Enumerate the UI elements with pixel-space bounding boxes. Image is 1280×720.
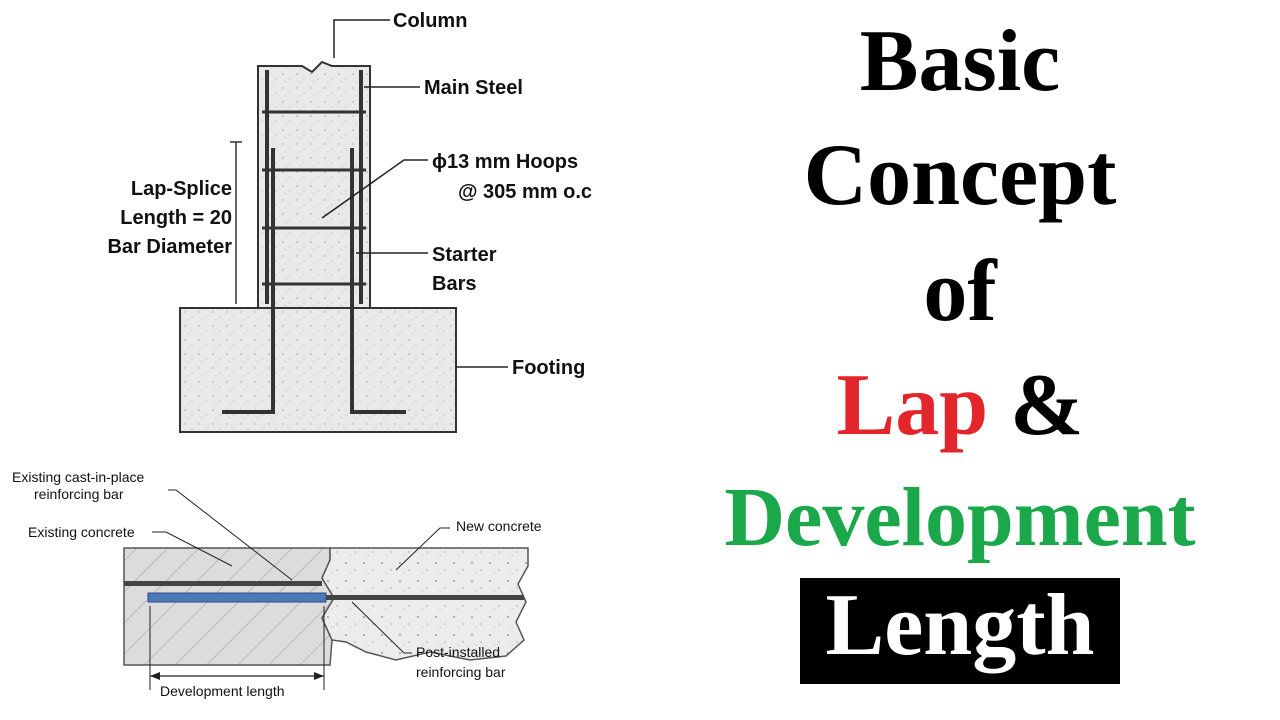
main-steel-label: Main Steel [424,77,523,99]
title-line-of: of [923,243,997,340]
footing-label: Footing [512,357,585,379]
lap-splice-label-line3: Bar Diameter [107,236,232,258]
footing-block [179,307,457,433]
development-length-label: Development length [160,683,285,699]
title-line-length: Length [650,578,1270,684]
lap-splice-label-line1: Lap-Splice [131,178,232,200]
hoops-leader [321,159,428,219]
existing-bar-label-line2: reinforcing bar [34,486,124,502]
starter-bar-left [222,148,275,414]
title-word-length: Length [799,578,1121,684]
existing-concrete-label: Existing concrete [28,524,135,540]
dimension-arrow-left [150,672,160,680]
column-leader [333,19,390,58]
title-line-basic: Basic [859,13,1061,110]
hoops-label-line1: ϕ13 mm Hoops [432,151,578,173]
post-installed-bar-diagram: Existing cast-in-place reinforcing bar E… [12,469,542,699]
starter-bars-label-line1: Starter [432,244,497,266]
existing-concrete [123,547,335,666]
starter-bars-label-line2: Bars [432,273,476,295]
title-word-development: Development [724,471,1196,564]
lap-splice-label-line2: Length = 20 [120,207,232,229]
title-line-concept: Concept [803,127,1117,224]
post-installed-leader [351,601,412,654]
hoops-label-line2: @ 305 mm o.c [458,181,592,203]
column-shaft [257,60,371,309]
starter-bar-right [350,148,406,414]
column-footing-diagram: Column Main Steel ϕ13 mm Hoops @ 305 mm … [107,10,592,433]
existing-reinforcing-bar [124,581,322,586]
column-label: Column [393,10,467,32]
dimension-arrow-right [314,672,324,680]
new-concrete-leader [395,527,450,571]
post-installed-bar-embedded [147,592,327,603]
title-word-lap: Lap [836,357,989,454]
existing-bar-leader [168,489,293,581]
existing-bar-label-line1: Existing cast-in-place [12,469,144,485]
post-installed-bar-projecting [326,595,524,600]
title-ampersand: & [1010,357,1084,454]
post-installed-label-line1: Post-installed [416,644,500,660]
new-concrete-label: New concrete [456,518,542,534]
existing-concrete-leader [152,531,233,567]
post-installed-label-line2: reinforcing bar [416,664,506,680]
title-line-lap-and: Lap & [650,362,1270,450]
